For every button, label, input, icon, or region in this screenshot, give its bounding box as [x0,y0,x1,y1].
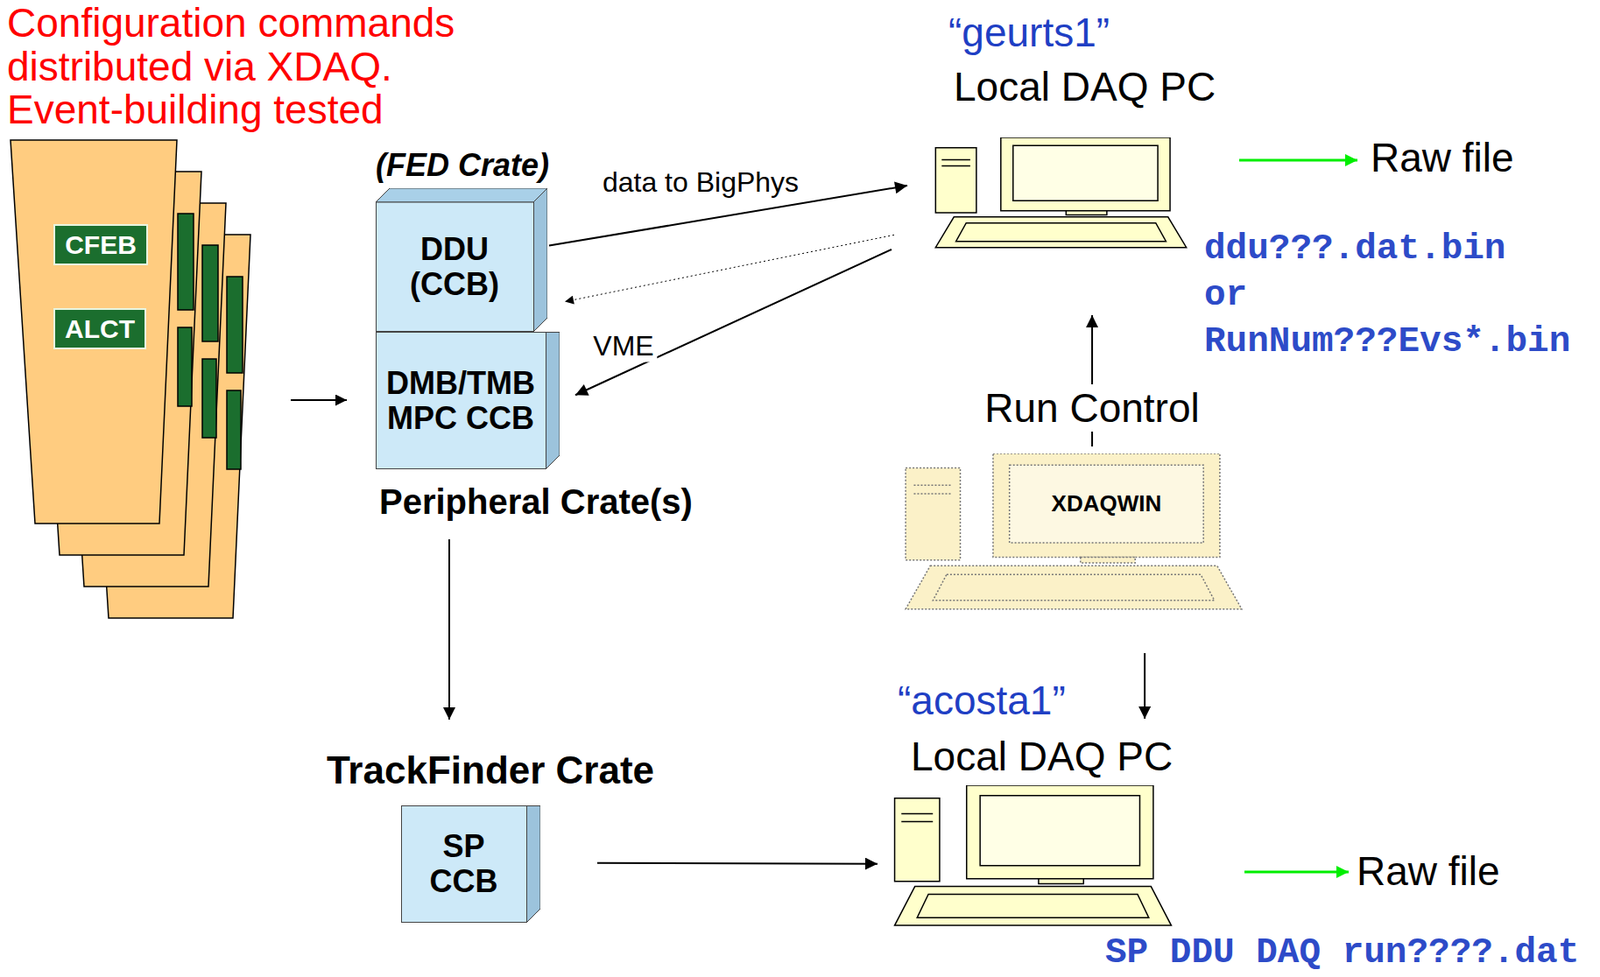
board-strip [177,213,194,311]
control-arrow [1143,653,1146,719]
heading-label: Local DAQ PC [953,64,1216,110]
text-slot: (FED Crate) [375,148,550,184]
board-strip [226,276,243,374]
data-arrow [597,862,878,866]
board-strip [177,327,192,407]
chamber-card [10,140,177,524]
board-box: ALCT [53,308,149,352]
crate-front [376,202,535,332]
box-label: CFEB [64,230,137,260]
pc-keys [916,894,1149,918]
pc-screen [1013,145,1158,201]
text-slot: “geurts1” [948,10,1110,56]
computer-drawing [902,453,1245,613]
heading-label: (FED Crate) [375,148,550,184]
pc-keyboard [895,887,1172,926]
note-text: Configuration commands distributed via X… [7,1,498,133]
pc-tower-slot [913,493,952,495]
crate-top [375,188,548,203]
heading-label: Peripheral Crate(s) [379,482,693,522]
box-label: SP CCB [429,829,499,899]
output-arrow [1244,871,1349,875]
crate-side [533,188,548,332]
text-slot: DMB/TMB MPC CCB [375,331,546,470]
pc-keys [932,574,1214,601]
pc-monitor [966,785,1154,880]
text-slot: Local DAQ PC [953,64,1216,110]
crate-side [526,806,541,924]
computer-icon: “acosta1” Local DAQ PC [888,678,1192,931]
control-arrow [564,234,895,302]
text-slot: XDAQWIN [1009,465,1205,543]
chamber-stack [10,140,251,619]
board-box: CFEB [53,224,150,268]
heading-label: “geurts1” [948,10,1110,56]
crate-front [401,806,528,924]
board-strip [202,245,219,342]
pc-tower-slot [941,165,971,168]
text-slot: SP CCB [401,805,527,924]
pc-screen [1009,465,1205,543]
pc-tower [895,798,940,882]
pc-monitor [1000,137,1171,212]
text-slot: CFEB [53,224,149,266]
box-label: DDU (CCB) [409,232,500,302]
signal-arrow [290,399,347,402]
pc-tower [935,148,977,213]
computer-drawing [892,785,1174,929]
pc-stand [1065,211,1107,216]
pc-screen [979,796,1140,867]
board-strip [226,390,241,470]
text-slot: Peripheral Crate(s) [379,482,693,522]
crate-module: TrackFinder Crate SP CCB [306,746,677,926]
pc-keyboard [905,565,1242,609]
edge-label: Run Control [980,384,1203,432]
trigger-arrow [448,539,451,720]
output-label: Raw file [1370,135,1515,181]
heading-label: Local DAQ PC [910,734,1173,780]
heading-label: TrackFinder Crate [306,749,675,792]
vme-arrow [575,249,892,395]
file-name: SP DDU DAQ run????.dat [1105,935,1579,972]
computer-drawing [933,137,1189,250]
pc-stand [1038,879,1084,885]
text-slot: ALCT [53,308,147,350]
text-slot: Local DAQ PC [910,734,1173,780]
pc-monitor [993,453,1220,557]
text-slot: TrackFinder Crate [306,749,675,792]
computer-icon: XDAQWIN [902,453,1247,614]
crate-side [545,332,560,471]
box-label: ALCT [64,314,135,344]
crate-module: (FED Crate) DDU (CCB) [372,144,583,334]
pc-tower [905,467,960,560]
file-name: ddu???.dat.bin [1204,228,1506,270]
box-label: XDAQWIN [1051,491,1163,517]
box-label: DMB/TMB MPC CCB [386,366,536,436]
heading-label: “acosta1” [897,678,1066,724]
computer-icon: “geurts1” Local DAQ PC [928,7,1244,253]
pc-keyboard [935,217,1186,248]
pc-stand [1080,556,1135,564]
crate-front [376,332,547,470]
board-strip [202,359,217,438]
pc-tower-slot [913,484,952,487]
pc-tower-slot [941,159,971,162]
file-name: or [1204,274,1248,317]
output-arrow [1239,159,1358,163]
edge-label: data to BigPhys [599,166,803,199]
pc-tower-slot [901,821,933,824]
edge-label: VME [589,330,657,363]
pc-keys [956,223,1167,242]
output-label: Raw file [1356,849,1501,895]
text-slot: DDU (CCB) [375,202,534,332]
pc-tower-slot [901,813,933,816]
text-slot: “acosta1” [897,678,1066,724]
file-name: RunNum???Evs*.bin [1204,321,1571,363]
